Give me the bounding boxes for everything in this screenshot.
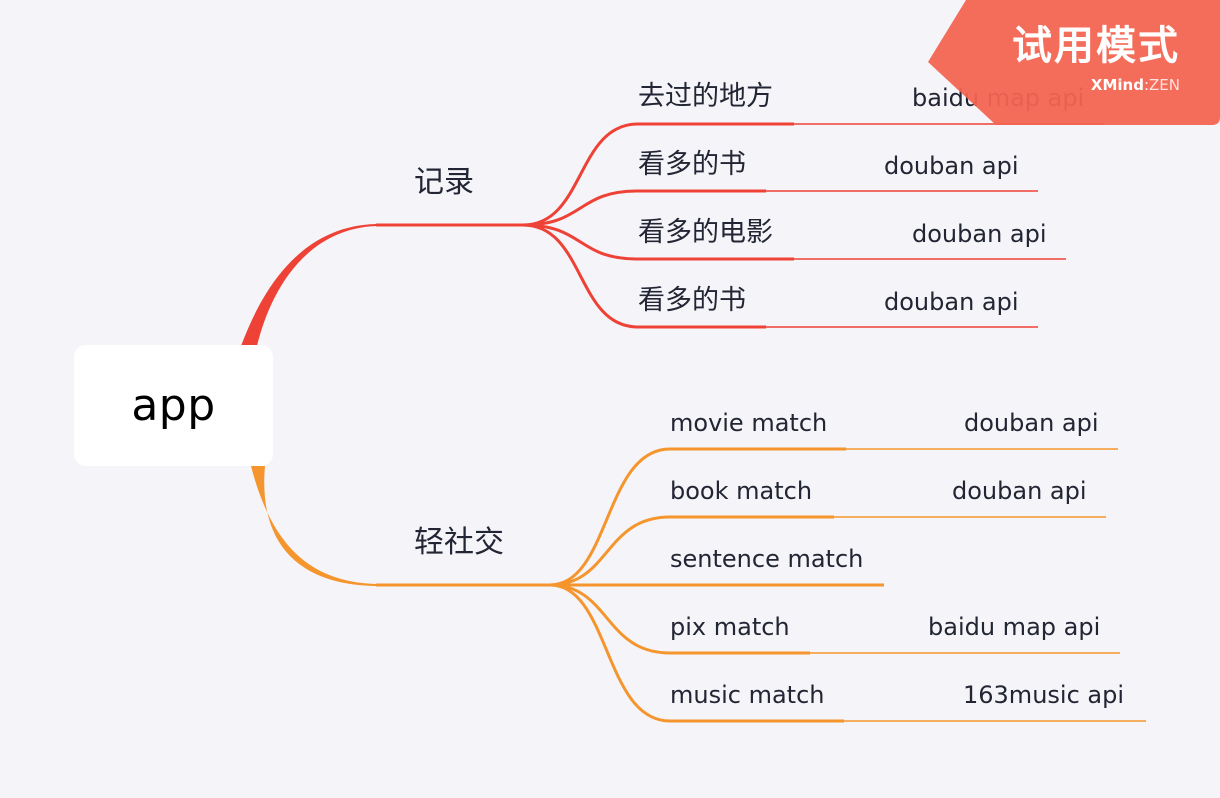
connector-root-social (251, 466, 376, 586)
subtopic-social-5[interactable]: music match (670, 681, 825, 709)
branch-topic-social[interactable]: 轻社交 (414, 525, 504, 560)
brand-separator: : (1143, 76, 1150, 94)
subtopic-record-2[interactable]: 看多的书 (638, 149, 746, 180)
connector-record-1 (522, 122, 639, 227)
xmind-zen-logo: XMind:ZEN (1091, 78, 1180, 93)
note-record-3[interactable]: douban api (912, 220, 1047, 248)
root-topic[interactable]: app (74, 345, 273, 466)
connector-record-4 (522, 223, 639, 329)
connector-social-5 (549, 583, 671, 723)
note-social-4[interactable]: baidu map api (928, 613, 1101, 641)
note-social-1[interactable]: douban api (964, 409, 1099, 437)
subtopic-record-1[interactable]: 去过的地方 (638, 81, 773, 112)
subtopic-social-3[interactable]: sentence match (670, 545, 864, 573)
badge-title: 试用模式 (1012, 23, 1180, 69)
note-social-5[interactable]: 163music api (963, 681, 1125, 709)
note-record-2[interactable]: douban api (884, 152, 1019, 180)
brand-name: XMind (1090, 76, 1144, 94)
note-record-4[interactable]: douban api (884, 288, 1019, 316)
badge-shape (928, 0, 1220, 125)
connector-social-4 (549, 583, 671, 655)
connector-social-2 (549, 515, 671, 587)
subtopic-social-2[interactable]: book match (670, 477, 813, 505)
branch-topic-record[interactable]: 记录 (414, 165, 474, 200)
note-social-2[interactable]: douban api (952, 477, 1087, 505)
subtopic-record-3[interactable]: 看多的电影 (638, 217, 773, 248)
subtopic-record-4[interactable]: 看多的书 (638, 285, 746, 316)
subtopic-social-1[interactable]: movie match (670, 409, 828, 437)
connector-record-3 (522, 223, 639, 261)
brand-edition: ZEN (1149, 76, 1180, 94)
root-topic-label: app (131, 380, 216, 431)
connector-root-record (241, 224, 376, 346)
subtopic-social-4[interactable]: pix match (670, 613, 790, 641)
trial-mode-badge[interactable]: 试用模式 XMind:ZEN (928, 0, 1220, 125)
connector-record-2 (522, 189, 639, 227)
connector-social-1 (549, 447, 671, 587)
